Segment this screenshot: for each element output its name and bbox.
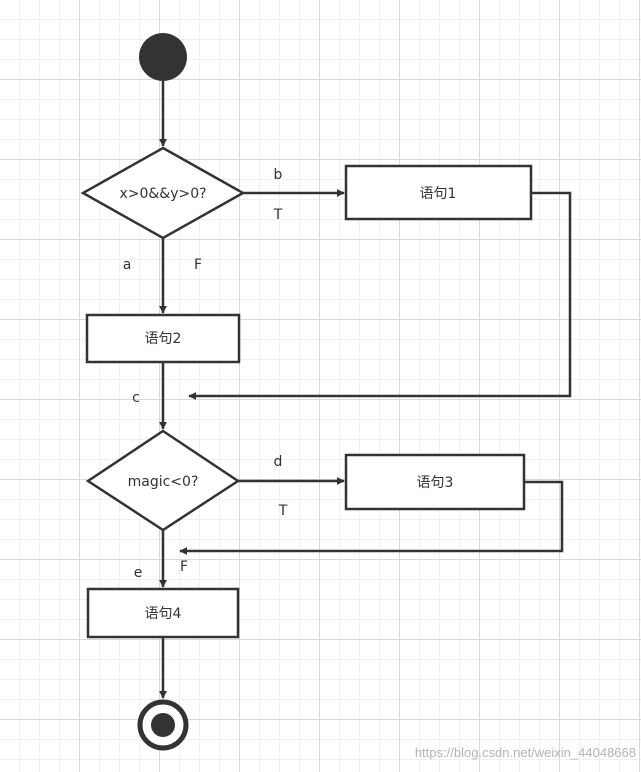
- edge-label-c: c: [132, 390, 140, 406]
- edge-label-false-1: F: [194, 257, 202, 273]
- statement-4-label: 语句4: [145, 606, 182, 622]
- statement-1-shape: [344, 164, 533, 221]
- edge-statement3-to-merge: [179, 480, 564, 555]
- decision-node-1[interactable]: x>0&&y>0?: [80, 146, 246, 240]
- statement-2-label: 语句2: [145, 331, 182, 347]
- statement-1-label: 语句1: [420, 186, 457, 202]
- statement-node-1[interactable]: 语句1: [344, 164, 533, 221]
- edge-label-true-2: T: [278, 503, 288, 519]
- end-node[interactable]: [137, 699, 189, 751]
- edge-statement1-to-merge: [188, 191, 572, 400]
- edge-label-true-1: T: [273, 207, 283, 223]
- edge-label-b: b: [274, 167, 283, 183]
- edge-label-false-2: F: [180, 559, 188, 575]
- edge-label-a: a: [123, 257, 132, 273]
- statement-2-shape: [85, 313, 241, 364]
- edge-label-e: e: [134, 565, 143, 581]
- decision-node-2[interactable]: magic<0?: [85, 429, 241, 532]
- decision-1-label: x>0&&y>0?: [119, 186, 206, 202]
- statement-node-3[interactable]: 语句3: [344, 453, 526, 511]
- watermark-text: https://blog.csdn.net/weixin_44048668: [415, 745, 636, 760]
- statement-3-label: 语句3: [417, 475, 454, 491]
- start-node[interactable]: [139, 33, 187, 81]
- decision-2-label: magic<0?: [128, 474, 199, 490]
- edge-label-d: d: [274, 454, 283, 470]
- statement-node-4[interactable]: 语句4: [86, 587, 240, 639]
- end-node-inner-dot: [151, 713, 175, 737]
- statement-node-2[interactable]: 语句2: [85, 313, 241, 364]
